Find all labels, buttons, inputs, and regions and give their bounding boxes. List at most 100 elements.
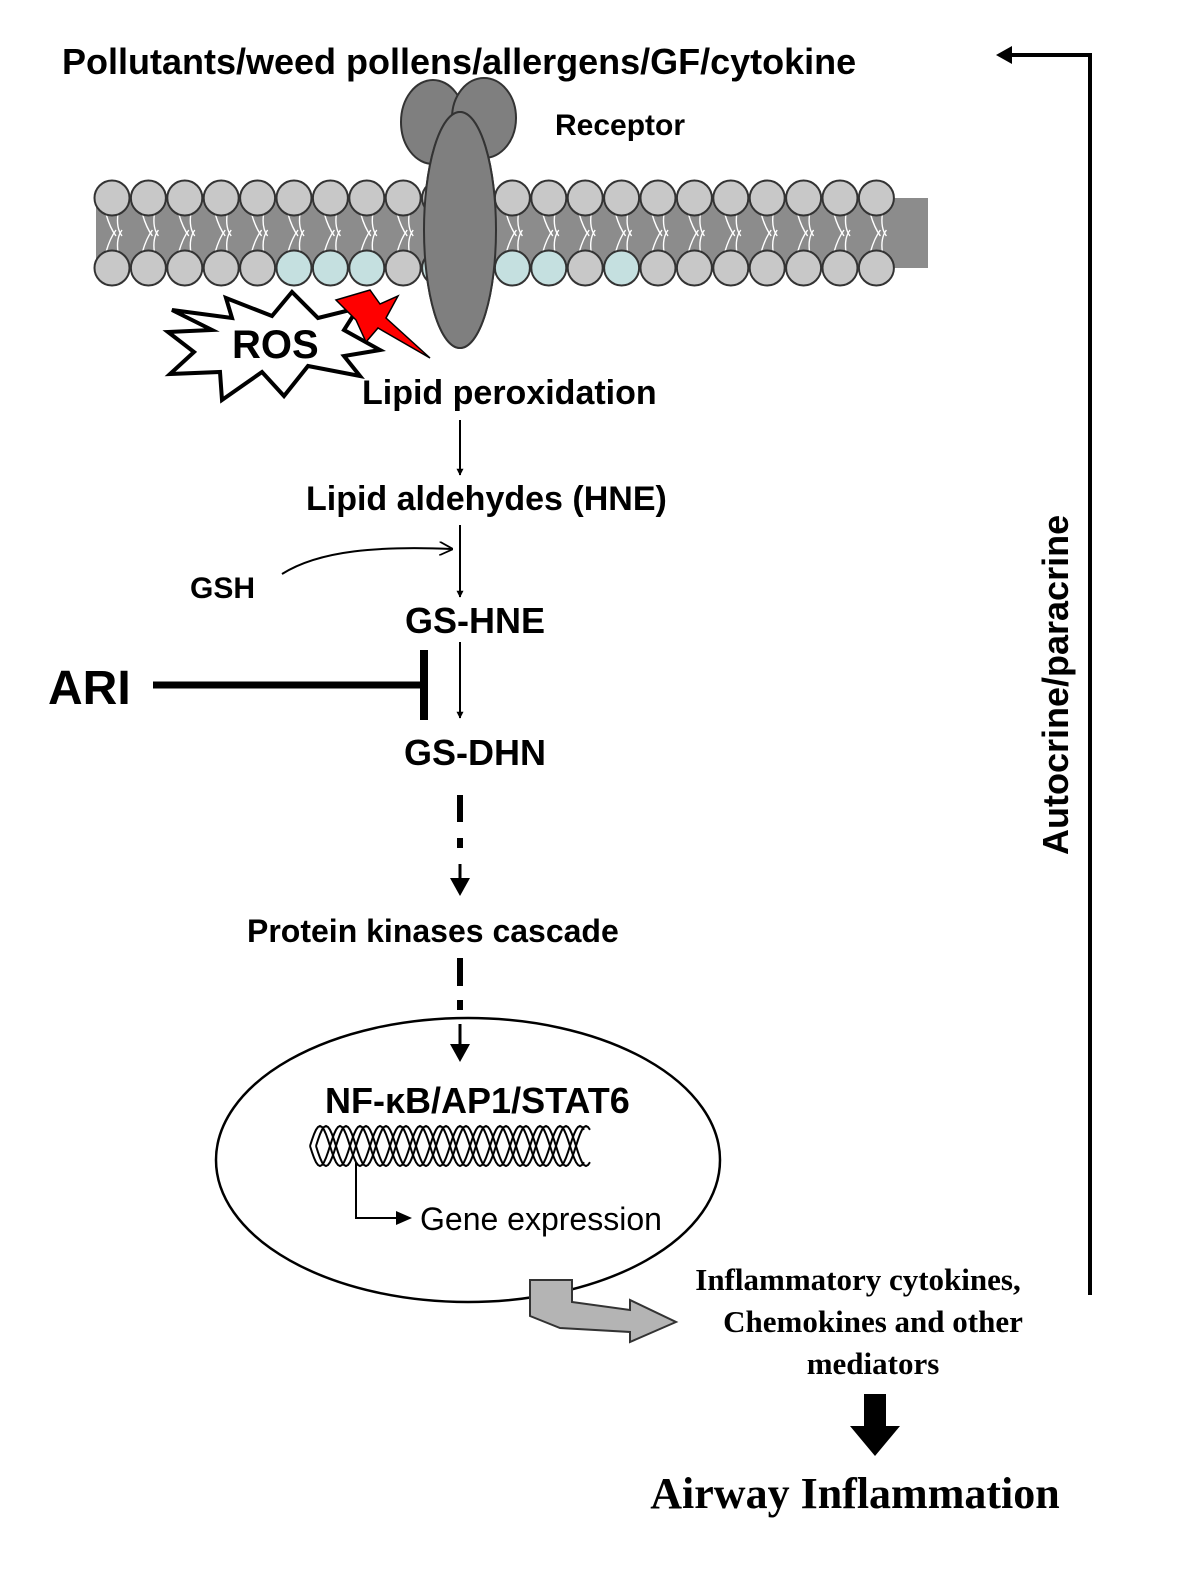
- lipid-tail: [687, 229, 705, 253]
- lipid-tail: [141, 213, 159, 237]
- phospholipid-head-inner: [712, 249, 750, 287]
- lipid-aldehydes-label: Lipid aldehydes (HNE): [306, 480, 667, 518]
- lipid-tail: [250, 213, 269, 237]
- oxidized-phospholipid-head: [275, 249, 313, 287]
- gene-expression-label: Gene expression: [420, 1201, 662, 1237]
- phospholipid-head-inner: [239, 249, 277, 287]
- phospholipid-head-outer: [348, 179, 386, 217]
- phospholipid-head-inner: [785, 249, 823, 287]
- lipid-tail: [651, 213, 669, 237]
- lipid-tail: [250, 229, 269, 253]
- lipid-tail: [869, 229, 887, 253]
- lipid-tail: [542, 229, 560, 253]
- lipid-tail: [796, 229, 815, 253]
- lipid-tail: [578, 213, 596, 237]
- feedback-label: Autocrine/paracrine: [1035, 515, 1076, 855]
- mediators-line-1: Inflammatory cytokines,: [695, 1262, 1020, 1297]
- airway-inflammation-label: Airway Inflammation: [650, 1469, 1059, 1518]
- phospholipid-head-outer: [93, 179, 131, 217]
- lipid-tail: [505, 229, 523, 253]
- arrow-gsh-conjugation: [281, 548, 452, 575]
- phospholipid-head-outer: [748, 179, 786, 217]
- phospholipid-head-outer: [566, 179, 604, 217]
- lipid-peroxidation-label: Lipid peroxidation: [362, 374, 657, 412]
- gsh-label: GSH: [190, 572, 255, 605]
- phospholipid-head-inner: [129, 249, 167, 287]
- phospholipid-head-outer: [675, 179, 713, 217]
- lipid-tail: [833, 213, 851, 237]
- oxidized-phospholipid-head: [493, 249, 531, 287]
- ros-starburst-icon: [162, 289, 386, 404]
- lipid-tail: [287, 213, 305, 237]
- arrow-gene-expression-head: [396, 1211, 412, 1225]
- lipid-tail: [105, 213, 123, 237]
- lightning-icon: [334, 289, 431, 359]
- lipid-tail: [178, 229, 196, 253]
- phospholipid-head-inner: [166, 249, 204, 287]
- oxidized-phospholipid-head: [311, 249, 349, 287]
- lipid-tail: [614, 213, 633, 237]
- dna-strand: [315, 1124, 591, 1168]
- phospholipid-head-inner: [857, 249, 895, 287]
- oxidized-phospholipid-head: [603, 249, 641, 287]
- lipid-tail: [578, 229, 596, 253]
- lipid-tail: [724, 213, 742, 237]
- lipid-tail: [687, 213, 705, 237]
- phospholipid-head-outer: [166, 179, 204, 217]
- phospholipid-head-inner: [748, 249, 786, 287]
- cell-membrane: [93, 179, 928, 287]
- lipid-tail: [214, 229, 232, 253]
- dashed-arrow-to-kinases: [450, 795, 470, 896]
- mediators-line-2: Chemokines and other: [723, 1304, 1023, 1339]
- oxidized-phospholipid-head: [348, 249, 386, 287]
- gs-hne-label: GS-HNE: [405, 600, 545, 641]
- feedback-arrow-head: [996, 46, 1012, 64]
- protein-kinases-label: Protein kinases cascade: [247, 913, 619, 949]
- phospholipid-head-inner: [566, 249, 604, 287]
- thick-down-arrow-icon: [850, 1394, 900, 1456]
- phospholipid-head-outer: [275, 179, 313, 217]
- lipid-tail: [214, 213, 232, 237]
- phospholipid-head-inner: [202, 249, 240, 287]
- phospholipid-head-inner: [639, 249, 677, 287]
- dashed-arrow-to-nucleus: [450, 958, 470, 1062]
- output-arrow-icon: [529, 1279, 679, 1344]
- lipid-tail: [287, 229, 305, 253]
- lipid-tail: [614, 229, 633, 253]
- phospholipid-head-outer: [311, 179, 349, 217]
- phospholipid-head-inner: [93, 249, 131, 287]
- phospholipid-head-inner: [675, 249, 713, 287]
- phospholipid-head-outer: [239, 179, 277, 217]
- lipid-tail: [360, 229, 378, 253]
- mediators-line-3: mediators: [807, 1346, 940, 1381]
- lipid-tail: [869, 213, 887, 237]
- lipid-tail: [505, 213, 523, 237]
- lipid-tail: [833, 229, 851, 253]
- lipid-tail: [360, 213, 378, 237]
- lipid-tail: [323, 213, 341, 237]
- dna-strand: [309, 1124, 585, 1168]
- gs-dhn-label: GS-DHN: [404, 732, 546, 773]
- ros-label: ROS: [232, 323, 319, 367]
- lipid-tail: [760, 229, 778, 253]
- transcription-factors-label: NF-κB/AP1/STAT6: [325, 1080, 630, 1121]
- receptor-label: Receptor: [555, 109, 685, 142]
- phospholipid-head-outer: [384, 179, 422, 217]
- arrow-gene-expression: [355, 1162, 398, 1219]
- lipid-tail: [651, 229, 669, 253]
- oxidized-phospholipid-head: [530, 249, 568, 287]
- phospholipid-head-outer: [603, 179, 641, 217]
- dna-strand: [315, 1124, 591, 1168]
- ari-label: ARI: [48, 662, 131, 715]
- phospholipid-head-outer: [857, 179, 895, 217]
- lipid-tail: [796, 213, 815, 237]
- lipid-tail: [396, 213, 414, 237]
- phospholipid-head-inner: [384, 249, 422, 287]
- lipid-tail: [141, 229, 159, 253]
- dna-strand: [309, 1124, 585, 1168]
- lipid-tail: [105, 229, 123, 253]
- phospholipid-head-outer: [530, 179, 568, 217]
- dna-helix-icon: [309, 1124, 591, 1168]
- phospholipid-head-outer: [639, 179, 677, 217]
